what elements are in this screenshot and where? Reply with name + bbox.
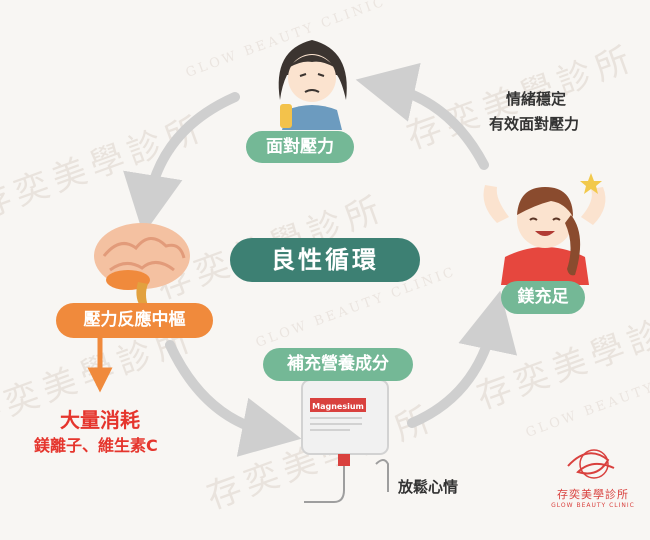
happy-person-illustration	[483, 173, 606, 285]
annotation-stable-2: 有效面對壓力	[489, 115, 580, 133]
arrow-top-right	[355, 63, 489, 170]
logo-mark	[567, 449, 615, 479]
center-label: 良性循環	[230, 238, 420, 282]
annotation-consume-title: 大量消耗	[60, 408, 140, 432]
annotation-stable-1: 情緒穩定	[506, 90, 567, 108]
node-supplement: 補充營養成分	[263, 348, 413, 381]
logo-name: 存奕美學診所	[557, 488, 629, 501]
iv-bag-illustration: Magnesium	[301, 379, 389, 503]
clinic-logo: 存奕美學診所 GLOW BEAUTY CLINIC	[548, 438, 638, 518]
stressed-person-illustration	[278, 40, 347, 130]
brain-illustration	[94, 223, 190, 306]
node-stress-center: 壓力反應中樞	[56, 303, 213, 338]
annotation-relax: 放鬆心情	[398, 478, 459, 496]
node-stress: 面對壓力	[246, 131, 354, 163]
arrow-bottom-right	[407, 290, 518, 428]
iv-bag-label: Magnesium	[312, 402, 364, 411]
arrow-bottom-left	[165, 340, 302, 457]
annotation-consume-detail: 鎂離子、維生素C	[34, 436, 158, 455]
logo-sub: GLOW BEAUTY CLINIC	[551, 502, 635, 509]
node-magnesium-sufficient: 鎂充足	[501, 281, 585, 314]
arrow-top-left	[123, 92, 240, 235]
